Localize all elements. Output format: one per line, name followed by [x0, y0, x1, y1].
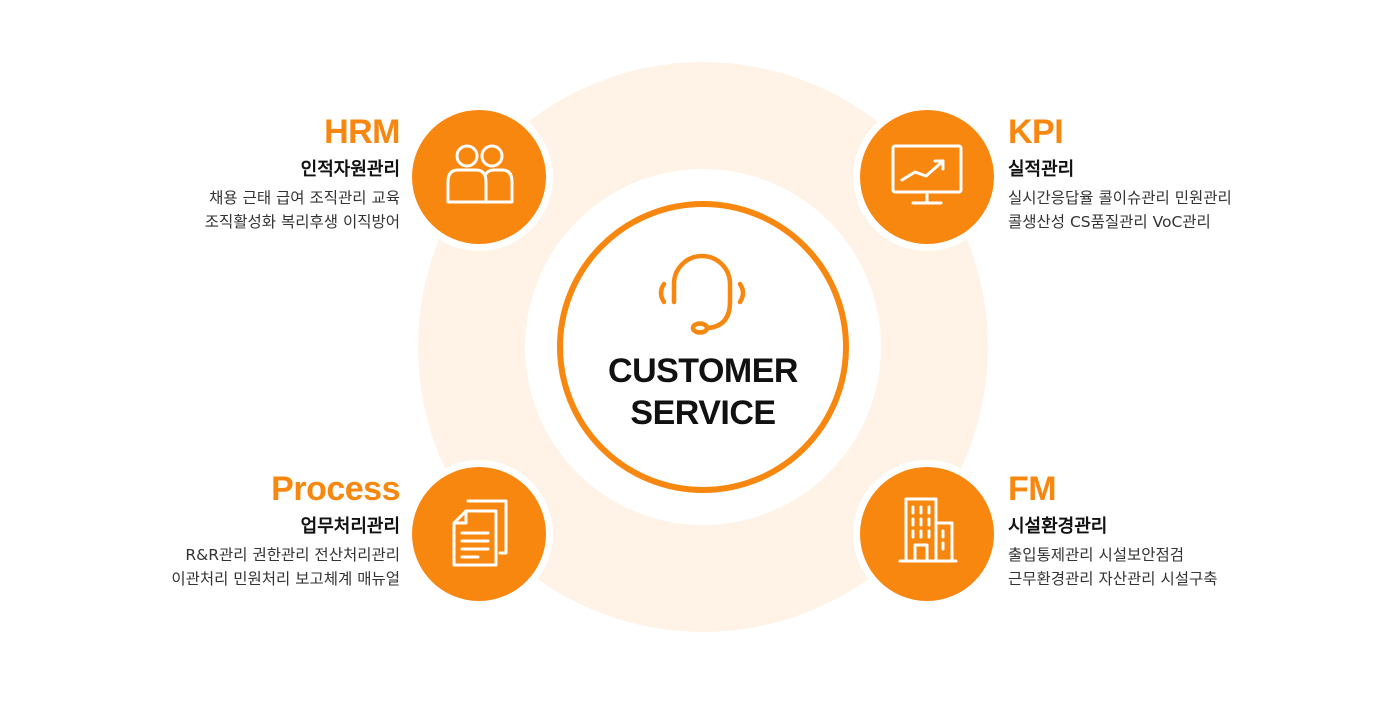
kpi-desc-line2: 콜생산성 CS품질관리 VoC관리 [1008, 213, 1211, 231]
center-title-line2: SERVICE [630, 394, 776, 432]
hrm-label: HRM 인적자원관리 채용 근태 급여 조직관리 교육 조직활성화 복리후생 이… [20, 112, 401, 234]
center-title-line1: CUSTOMER [608, 352, 798, 390]
hrm-title: 인적자원관리 [300, 159, 400, 180]
monitor-chart-icon [891, 144, 963, 205]
kpi-desc: 실시간응답율 콜이슈관리 민원관리 콜생산성 CS품질관리 VoC관리 [1008, 186, 1388, 234]
process-desc: R&R관리 권한관리 전산처리관리 이관처리 민원처리 보고체계 매뉴얼 [20, 543, 400, 591]
kpi-title: 실적관리 [1008, 159, 1075, 180]
fm-desc-line1: 출입통제관리 시설보안점검 [1008, 546, 1185, 564]
process-title: 업무처리관리 [300, 516, 400, 537]
hrm-code: HRM [324, 113, 400, 151]
hrm-node [412, 110, 546, 244]
kpi-code: KPI [1008, 113, 1064, 151]
process-desc-line2: 이관처리 민원처리 보고체계 매뉴얼 [171, 570, 400, 588]
process-label: Process 업무처리관리 R&R관리 권한관리 전산처리관리 이관처리 민원… [20, 469, 400, 591]
center-circle [557, 201, 849, 493]
fm-node [860, 467, 994, 601]
fm-title: 시설환경관리 [1008, 516, 1108, 537]
kpi-node [860, 110, 994, 244]
people-icon [446, 144, 514, 204]
process-code: Process [271, 470, 400, 508]
building-icon [898, 497, 958, 563]
hrm-desc-line2: 조직활성화 복리후생 이직방어 [204, 213, 400, 231]
kpi-label: KPI 실적관리 실시간응답율 콜이슈관리 민원관리 콜생산성 CS품질관리 V… [1008, 112, 1388, 234]
fm-desc-line2: 근무환경관리 자산관리 시설구축 [1008, 570, 1218, 588]
hrm-desc-line1: 채용 근태 급여 조직관리 교육 [209, 189, 400, 207]
process-node [412, 467, 546, 601]
hrm-desc: 채용 근태 급여 조직관리 교육 조직활성화 복리후생 이직방어 [20, 186, 400, 234]
fm-label: FM 시설환경관리 출입통제관리 시설보안점검 근무환경관리 자산관리 시설구축 [1008, 469, 1388, 591]
fm-code: FM [1008, 470, 1057, 508]
fm-desc: 출입통제관리 시설보안점검 근무환경관리 자산관리 시설구축 [1008, 543, 1388, 591]
center-title: CUSTOMER SERVICE [563, 350, 843, 434]
process-desc-line1: R&R관리 권한관리 전산처리관리 [185, 546, 400, 564]
headset-icon [658, 253, 746, 335]
kpi-desc-line1: 실시간응답율 콜이슈관리 민원관리 [1008, 189, 1232, 207]
documents-icon [452, 499, 508, 567]
